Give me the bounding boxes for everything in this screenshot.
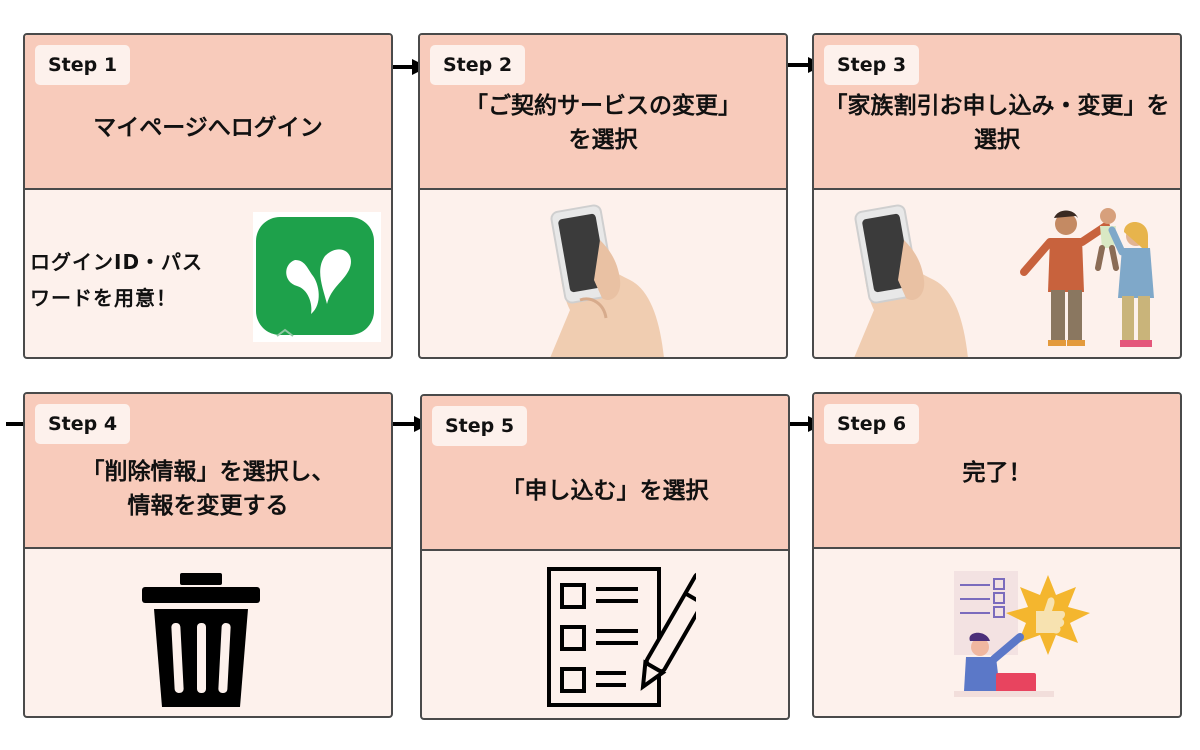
step-body [814, 549, 1180, 716]
step-title-line: 「申し込む」を選択 [501, 478, 709, 504]
step-card-6: Step 6 完了！ [812, 392, 1182, 718]
step-card-2: Step 2 「ご契約サービスの変更」 を選択 [418, 33, 788, 359]
step-body [814, 190, 1180, 357]
step-title-line: 情報を変更する [127, 493, 289, 519]
step-badge: Step 3 [824, 45, 920, 85]
step-card-4: Step 4 「削除情報」を選択し、 情報を変更する [23, 392, 393, 718]
step-title-line: を選択 [568, 127, 638, 153]
step-header: Step 3 「家族割引お申し込み・変更」を 選択 [814, 35, 1180, 190]
thumbs-up-person-icon [954, 571, 1090, 697]
app-logo-icon [253, 212, 381, 342]
smartphone-hand-icon [550, 204, 664, 357]
step-title: 「申し込む」を選択 [422, 474, 788, 508]
step-body [420, 190, 786, 357]
checklist-pen-icon [547, 567, 696, 707]
step-badge: Step 1 [35, 45, 131, 85]
step-title: 「削除情報」を選択し、 情報を変更する [25, 455, 391, 523]
step-title-line: 「削除情報」を選択し、 [81, 459, 335, 485]
step-card-5: Step 5 「申し込む」を選択 [420, 394, 790, 720]
step-badge: Step 5 [432, 406, 528, 446]
step-card-3: Step 3 「家族割引お申し込み・変更」を 選択 [812, 33, 1182, 359]
step-badge: Step 2 [430, 45, 526, 85]
step-header: Step 4 「削除情報」を選択し、 情報を変更する [25, 394, 391, 549]
step-badge: Step 4 [35, 404, 131, 444]
step-title: 「ご契約サービスの変更」 を選択 [420, 89, 786, 157]
step-badge: Step 6 [824, 404, 920, 444]
step-title-line: マイページへログイン [93, 115, 323, 141]
login-prep-text: ログインID・パス ワードを用意！ [30, 244, 203, 316]
smartphone-hand-icon [854, 204, 968, 357]
step-title: 完了！ [814, 456, 1180, 490]
step-title: 「家族割引お申し込み・変更」を 選択 [814, 89, 1180, 157]
step-title-line: 完了！ [962, 460, 1032, 486]
step-title: マイページへログイン [25, 111, 391, 145]
step-header: Step 5 「申し込む」を選択 [422, 396, 788, 551]
step-header: Step 1 マイページへログイン [25, 35, 391, 190]
step-header: Step 2 「ご契約サービスの変更」 を選択 [420, 35, 786, 190]
step-body [422, 551, 788, 718]
step-title-line: 「家族割引お申し込み・変更」を [824, 93, 1170, 119]
step-card-1: Step 1 マイページへログイン ログインID・パス ワードを用意！ [23, 33, 393, 359]
step-header: Step 6 完了！ [814, 394, 1180, 549]
step-body: ログインID・パス ワードを用意！ [25, 190, 391, 357]
step-title-line: 「ご契約サービスの変更」 [465, 93, 741, 119]
login-prep-line: ワードを用意！ [30, 286, 177, 310]
login-prep-line: ログインID・パス [30, 250, 204, 274]
step-body [25, 549, 391, 716]
step-title-line: 選択 [974, 127, 1020, 153]
family-icon [1020, 208, 1154, 347]
trash-can-icon [142, 573, 260, 707]
